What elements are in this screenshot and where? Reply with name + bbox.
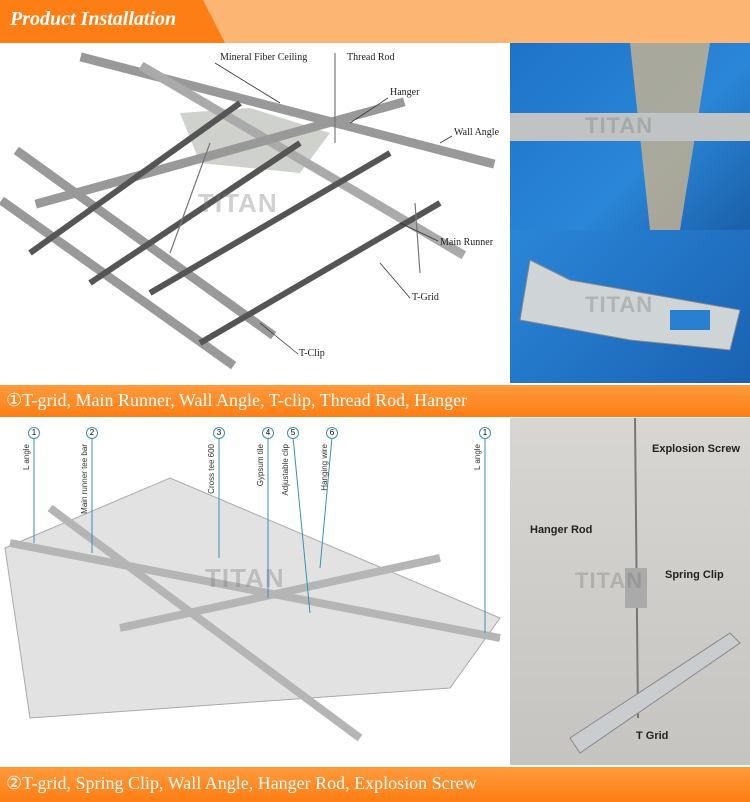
- installation-diagram: 1 L angle 2 Main runner tee bar 3 Cross …: [0, 418, 510, 765]
- callout-label-main-runner: Main runner tee bar: [80, 444, 89, 514]
- watermark-logo: TITAN: [575, 568, 644, 593]
- callout-number: 5: [287, 427, 299, 439]
- label-explosion-screw: Explosion Screw: [652, 443, 741, 455]
- watermark-logo: TITAN: [585, 292, 654, 317]
- callout-label-l-angle: L angle: [473, 444, 482, 470]
- label-t-clip: T-Clip: [299, 348, 325, 359]
- ceiling-grid-diagram: Mineral Fiber Ceiling Thread Rod Hanger …: [0, 43, 510, 383]
- page-title: Product Installation: [10, 8, 177, 30]
- callout-label-cross-tee: Cross tee 600: [207, 444, 216, 494]
- label-t-grid: T-Grid: [412, 292, 439, 303]
- photo-hanger-rod: Explosion Screw Hanger Rod Spring Clip T…: [510, 417, 750, 765]
- callout-label-adjustable-clip: Adjustable clip: [281, 444, 290, 496]
- callout-number: 6: [326, 427, 338, 439]
- label-t-grid-photo: T Grid: [636, 730, 669, 742]
- label-mineral-fiber-ceiling: Mineral Fiber Ceiling: [220, 52, 308, 63]
- callout-number: 4: [262, 427, 274, 439]
- watermark-logo: TITAN: [585, 113, 654, 138]
- callout-label-l-angle: L angle: [22, 444, 31, 470]
- photo-hanger-closeup: TITAN: [510, 43, 750, 230]
- watermark-logo: TITAN: [205, 563, 285, 593]
- label-thread-rod: Thread Rod: [347, 52, 395, 63]
- caption-section-2: ②T-grid, Spring Clip, Wall Angle, Hanger…: [0, 767, 750, 802]
- header-accent: [0, 0, 225, 43]
- callout-number: 2: [86, 427, 98, 439]
- label-wall-angle: Wall Angle: [454, 127, 500, 138]
- grid-illustration: [0, 52, 496, 370]
- callout-number: 1: [28, 427, 40, 439]
- label-hanger-rod: Hanger Rod: [530, 524, 593, 536]
- callout-label-hanging-wire: Hanging wire: [320, 444, 329, 491]
- label-main-runner: Main Runner: [440, 237, 494, 248]
- caption-section-1: ①T-grid, Main Runner, Wall Angle, T-clip…: [0, 385, 750, 417]
- watermark-logo: TITAN: [198, 188, 278, 218]
- label-hanger: Hanger: [390, 87, 420, 98]
- callout-label-gypsum-tile: Gypsum tile: [256, 444, 265, 487]
- photo-t-clip: TITAN: [510, 230, 750, 383]
- header-banner: Product Installation: [0, 0, 750, 43]
- callout-number: 1: [479, 427, 491, 439]
- label-spring-clip: Spring Clip: [665, 569, 724, 581]
- callout-number: 3: [213, 427, 225, 439]
